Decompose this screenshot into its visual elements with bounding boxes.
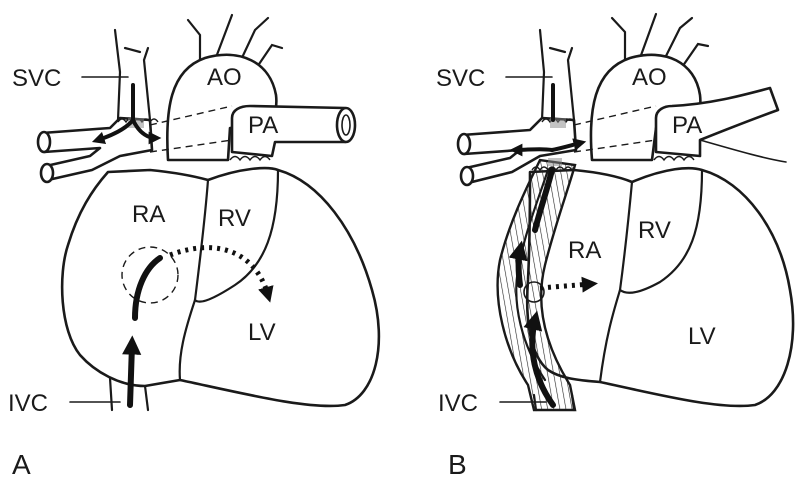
panel-a-suture-pa bbox=[229, 155, 271, 162]
panel-b-flow-right bbox=[550, 138, 587, 152]
panel-a-svc-label: SVC bbox=[12, 65, 61, 92]
panel-b-dashed-line-upper bbox=[573, 105, 657, 126]
panel-a-aortic-branches bbox=[186, 13, 284, 72]
panel-a-letter: A bbox=[12, 449, 31, 480]
panel-b-lv-label: LV bbox=[688, 323, 716, 350]
panel-a-rv-label: RV bbox=[218, 205, 251, 232]
panel-b-svc-vessel bbox=[538, 28, 576, 122]
panel-a-svc-vessel bbox=[113, 28, 152, 122]
panel-a-ivc-label: IVC bbox=[8, 390, 48, 417]
panel-a-dashed-line-upper bbox=[149, 105, 233, 126]
panel-b-ra-label: RA bbox=[568, 237, 601, 264]
panel-a-pa-label: PA bbox=[248, 112, 278, 139]
panel-b-flow-left bbox=[509, 143, 554, 157]
panel-b-pulmonary-artery bbox=[654, 86, 787, 163]
panel-a-flow-svc-right bbox=[131, 118, 162, 145]
panel-b-dashed-line-lower bbox=[573, 139, 657, 153]
panel-a-flow-ra bbox=[132, 255, 163, 321]
panel-a: SVC AO PA RA RV LV IVC A bbox=[8, 13, 381, 480]
panel-b-flow-ivc bbox=[523, 310, 556, 408]
panel-a-dashed-line-lower bbox=[149, 139, 233, 153]
panel-b-svc-label: SVC bbox=[436, 65, 485, 92]
panel-b-heart bbox=[525, 166, 795, 408]
panel-b-aortic-branches bbox=[610, 12, 710, 72]
panel-a-ra-label: RA bbox=[132, 201, 165, 228]
panel-a-heart bbox=[60, 166, 381, 408]
panel-b-pa-label: PA bbox=[672, 112, 702, 139]
panel-b-letter: B bbox=[448, 449, 467, 480]
panel-a-flow-ivc bbox=[122, 335, 142, 408]
panel-a-rv-lv-border bbox=[193, 168, 280, 303]
panel-a-ivc-vessel bbox=[108, 376, 150, 412]
panel-a-septal-defect bbox=[121, 246, 179, 304]
panel-b: SVC AO PA RA RV LV IVC B bbox=[436, 12, 795, 480]
panel-b-ao-label: AO bbox=[632, 64, 667, 91]
panel-b-patch-lower bbox=[548, 158, 562, 166]
panel-b-rv-label: RV bbox=[638, 217, 671, 244]
panel-b-patch-upper bbox=[550, 118, 566, 128]
panel-a-lv-label: LV bbox=[248, 319, 276, 346]
panel-b-rv-lv-border bbox=[618, 168, 704, 294]
panel-b-flow-fenestration bbox=[539, 276, 598, 293]
panel-b-suture-pa bbox=[653, 155, 695, 162]
panel-b-flow-tunnel-lower bbox=[508, 240, 528, 288]
panel-b-ivc-label: IVC bbox=[438, 390, 478, 417]
panel-a-flow-to-lv bbox=[169, 245, 274, 303]
panel-b-flow-tunnel-upper bbox=[532, 167, 555, 233]
panel-a-ao-label: AO bbox=[207, 64, 242, 91]
panel-a-pulmonary-artery bbox=[230, 104, 357, 158]
panel-a-branch-vessels bbox=[36, 116, 154, 184]
panel-b-fenestration bbox=[523, 281, 545, 303]
